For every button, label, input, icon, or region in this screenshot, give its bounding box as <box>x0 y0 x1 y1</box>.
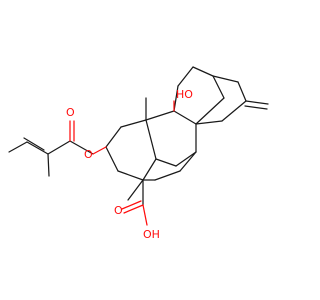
molecule-diagram: HO O O O OH <box>8 66 269 241</box>
bond <box>69 140 94 155</box>
bond <box>195 97 225 125</box>
bond <box>177 66 194 87</box>
bond <box>237 81 247 102</box>
bond-methyl <box>127 179 144 201</box>
bond <box>221 100 247 122</box>
bond <box>154 170 181 181</box>
bond-acid-carbonyl <box>121 200 142 210</box>
bond <box>26 141 49 155</box>
bond <box>175 151 197 167</box>
bond <box>120 119 147 128</box>
bond <box>212 75 225 99</box>
bond-methylene <box>244 105 268 110</box>
acid-oxygen-label: O <box>114 204 123 217</box>
bond <box>47 153 50 177</box>
bond <box>192 66 214 77</box>
bond <box>173 85 179 112</box>
ester-oxygen-label: O <box>84 148 93 161</box>
bond <box>105 126 122 148</box>
ester-carbonyl-oxygen-label: O <box>66 106 75 119</box>
bond <box>173 110 197 125</box>
bond <box>212 75 239 83</box>
bond <box>117 170 144 181</box>
bond <box>23 137 45 151</box>
heteroatom-bonds <box>69 100 175 226</box>
bond-acid-carbonyl <box>123 204 144 214</box>
bond <box>155 158 177 167</box>
bond <box>142 158 157 181</box>
bond <box>47 140 71 155</box>
carbon-skeleton <box>8 66 269 206</box>
structure-canvas: HO O O O OH <box>8 66 269 241</box>
bond-methylene <box>245 100 269 105</box>
bond <box>8 141 28 153</box>
bond <box>105 146 119 172</box>
hydroxyl-label: HO <box>176 88 193 101</box>
bond <box>195 120 223 125</box>
atom-labels: HO O O O OH <box>66 88 193 241</box>
bond <box>145 119 157 160</box>
bond <box>179 151 197 172</box>
bond <box>145 110 175 121</box>
acid-hydroxyl-label: OH <box>143 228 160 241</box>
bond-oxygen <box>92 146 107 155</box>
bond-acid-hydroxyl <box>142 204 148 226</box>
